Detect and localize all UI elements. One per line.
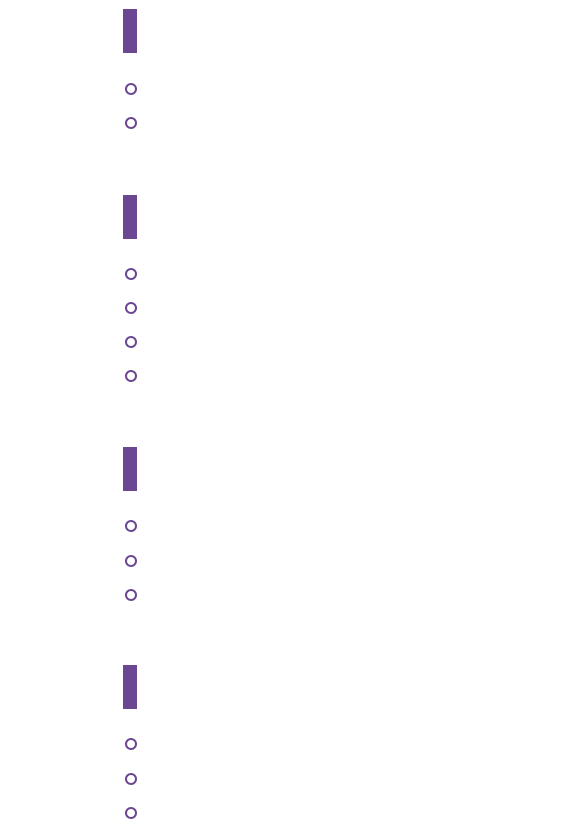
list-item[interactable] bbox=[125, 737, 405, 751]
radio-icon[interactable] bbox=[125, 370, 137, 382]
radio-icon[interactable] bbox=[125, 807, 137, 819]
list-item[interactable] bbox=[125, 301, 405, 315]
list-item[interactable] bbox=[125, 588, 405, 602]
radio-icon[interactable] bbox=[125, 589, 137, 601]
radio-icon[interactable] bbox=[125, 336, 137, 348]
radio-icon[interactable] bbox=[125, 738, 137, 750]
list-item[interactable] bbox=[125, 267, 405, 281]
list-item[interactable] bbox=[125, 335, 405, 349]
radio-icon[interactable] bbox=[125, 302, 137, 314]
list-item[interactable] bbox=[125, 554, 405, 568]
list-item[interactable] bbox=[125, 772, 405, 786]
section-marker-icon bbox=[123, 447, 137, 491]
radio-icon[interactable] bbox=[125, 83, 137, 95]
list-item[interactable] bbox=[125, 519, 405, 533]
section-marker-icon bbox=[123, 665, 137, 709]
section-1 bbox=[123, 9, 423, 129]
section-2 bbox=[123, 195, 423, 382]
section-marker-icon bbox=[123, 195, 137, 239]
list-item[interactable] bbox=[125, 82, 405, 96]
list-item[interactable] bbox=[125, 369, 405, 383]
radio-icon[interactable] bbox=[125, 268, 137, 280]
radio-icon[interactable] bbox=[125, 520, 137, 532]
section-3 bbox=[123, 447, 423, 601]
section-4 bbox=[123, 665, 423, 819]
radio-icon[interactable] bbox=[125, 117, 137, 129]
section-marker-icon bbox=[123, 9, 137, 53]
radio-icon[interactable] bbox=[125, 555, 137, 567]
list-item[interactable] bbox=[125, 806, 405, 820]
radio-icon[interactable] bbox=[125, 773, 137, 785]
list-item[interactable] bbox=[125, 116, 405, 130]
